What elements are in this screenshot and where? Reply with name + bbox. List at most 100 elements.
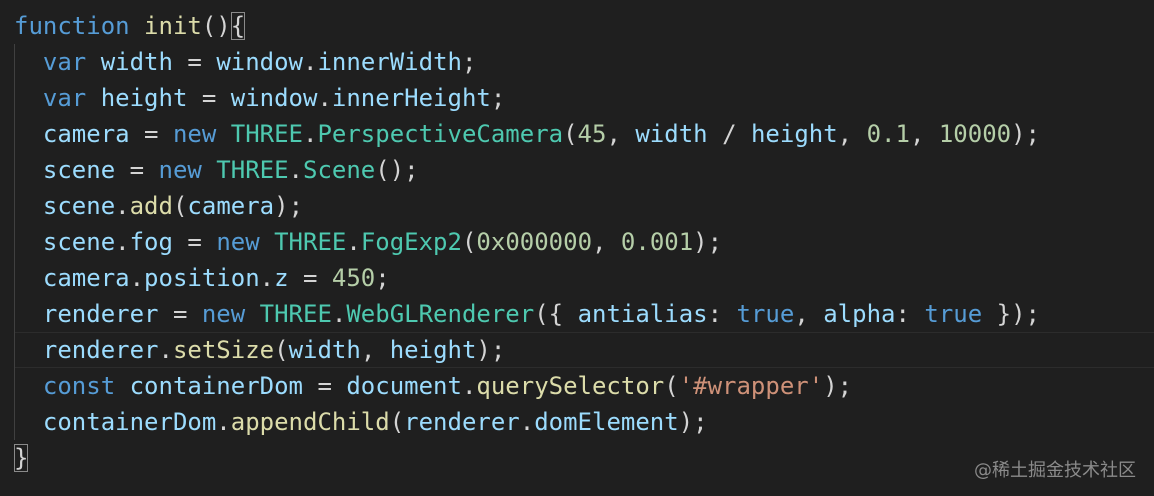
code-token: );: [678, 408, 708, 436]
code-line-12[interactable]: containerDom.appendChild(renderer.domEle…: [14, 404, 1154, 440]
code-token: =: [187, 48, 217, 76]
code-token: const: [14, 372, 130, 400]
code-line-10[interactable]: renderer.setSize(width, height);: [14, 332, 1154, 368]
code-token: antialias: [577, 300, 708, 328]
code-token: THREE: [216, 156, 289, 184]
code-token: ;: [490, 84, 506, 112]
code-token: ,: [592, 228, 621, 256]
code-token: .: [346, 228, 361, 256]
code-token: });: [982, 300, 1040, 328]
code-token: .: [259, 264, 275, 292]
code-token: width: [635, 120, 723, 148]
code-line-4[interactable]: camera = new THREE.PerspectiveCamera(45,…: [14, 116, 1154, 152]
code-token: domElement: [534, 408, 679, 436]
code-token: (: [461, 228, 477, 256]
code-token: renderer: [14, 300, 173, 328]
code-token: );: [823, 372, 853, 400]
code-line-2[interactable]: var width = window.innerWidth;: [14, 44, 1154, 80]
code-token: FogExp2: [360, 228, 462, 256]
code-token: );: [1011, 120, 1040, 148]
code-token: camera: [14, 264, 130, 292]
code-token: scene: [14, 192, 116, 220]
code-token: function: [14, 12, 130, 40]
code-token: =: [187, 228, 217, 256]
code-token: position: [144, 264, 260, 292]
code-token: =: [129, 156, 159, 184]
code-token: (: [274, 336, 289, 364]
code-token: (: [172, 192, 188, 220]
code-token: innerWidth: [317, 48, 462, 76]
code-token: ,: [909, 120, 939, 148]
code-token: .: [303, 120, 318, 148]
code-line-9[interactable]: renderer = new THREE.WebGLRenderer({ ant…: [14, 296, 1154, 332]
code-token: ,: [794, 300, 824, 328]
code-line-8[interactable]: camera.position.z = 450;: [14, 260, 1154, 296]
code-token: 45: [577, 120, 607, 148]
code-token: containerDom: [14, 408, 217, 436]
code-token: ,: [837, 120, 867, 148]
code-token: true: [924, 300, 983, 328]
code-token: camera: [187, 192, 275, 220]
code-token: innerHeight: [331, 84, 491, 112]
code-token: );: [693, 228, 723, 256]
code-token: height: [86, 84, 202, 112]
code-token: add: [129, 192, 173, 220]
code-token: 10000: [938, 120, 1012, 148]
code-token: true: [736, 300, 795, 328]
code-token: .: [331, 300, 347, 328]
code-token: width: [86, 48, 188, 76]
code-token: ;: [461, 48, 477, 76]
code-line-5[interactable]: scene = new THREE.Scene();: [14, 152, 1154, 188]
code-token: /: [722, 120, 751, 148]
code-line-7[interactable]: scene.fog = new THREE.FogExp2(0x000000, …: [14, 224, 1154, 260]
code-line-1[interactable]: function init(){: [14, 8, 1154, 44]
code-token: window: [216, 48, 304, 76]
code-line-13[interactable]: }: [14, 440, 1154, 476]
code-token: 0.1: [866, 120, 910, 148]
code-token: camera: [14, 120, 145, 148]
code-token: var: [14, 84, 87, 112]
code-line-6[interactable]: scene.add(camera);: [14, 188, 1154, 224]
code-token: new: [201, 300, 260, 328]
code-token: scene: [14, 156, 130, 184]
code-token: .: [115, 228, 130, 256]
code-token: new: [172, 120, 231, 148]
code-token: height: [389, 336, 477, 364]
code-token: (: [389, 408, 405, 436]
code-token: .: [115, 192, 130, 220]
code-token: window: [230, 84, 318, 112]
code-token: }: [14, 444, 29, 472]
code-token: THREE: [274, 228, 347, 256]
code-token: setSize: [172, 336, 275, 364]
code-token: );: [476, 336, 506, 364]
code-token: init: [144, 12, 202, 40]
code-token: ({: [534, 300, 578, 328]
code-token: ,: [360, 336, 390, 364]
code-token: :: [895, 300, 925, 328]
code-token: .: [461, 372, 477, 400]
code-token: scene: [14, 228, 116, 256]
code-token: document: [346, 372, 462, 400]
code-token: .: [288, 156, 303, 184]
code-token: {: [230, 12, 246, 40]
code-token: THREE: [259, 300, 332, 328]
code-token: [130, 12, 144, 40]
code-token: Scene: [303, 156, 376, 184]
code-token: querySelector: [476, 372, 665, 400]
code-token: ();: [375, 156, 419, 184]
code-token: (: [664, 372, 679, 400]
code-token: .: [129, 264, 145, 292]
indent-guide: [14, 44, 15, 440]
code-token: WebGLRenderer: [346, 300, 535, 328]
code-token: .: [519, 408, 535, 436]
code-token: =: [303, 264, 332, 292]
code-token: new: [158, 156, 217, 184]
code-token: PerspectiveCamera: [317, 120, 564, 148]
code-line-11[interactable]: const containerDom = document.querySelec…: [14, 368, 1154, 404]
code-token: renderer: [14, 336, 159, 364]
code-token: z: [274, 264, 303, 292]
code-token: =: [317, 372, 347, 400]
code-token: );: [274, 192, 304, 220]
code-line-3[interactable]: var height = window.innerHeight;: [14, 80, 1154, 116]
